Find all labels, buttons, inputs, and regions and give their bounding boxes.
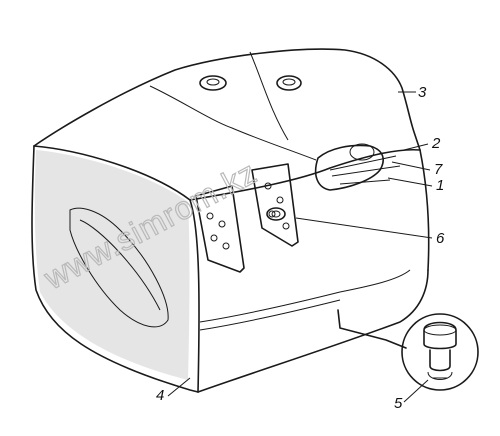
detail-circle: [401, 313, 479, 391]
mounting-brackets: [195, 163, 299, 273]
leader-lines: [167, 91, 433, 403]
filler-cap-left: [199, 75, 227, 91]
bracket-left: [195, 185, 245, 273]
callout-3: 3: [418, 84, 427, 101]
filler-cap-right: [276, 75, 302, 91]
tank-side-crease: [189, 148, 421, 201]
tank-bottom-edge: [197, 269, 429, 393]
tank-end-window: [69, 207, 169, 328]
callout-2: 2: [431, 135, 441, 152]
tank-end-shade: [34, 150, 190, 380]
tank-lower-band: [199, 269, 411, 323]
tank-top-seam: [149, 85, 317, 161]
tank-end-face: [31, 145, 199, 393]
bracket-right: [251, 163, 299, 247]
fuel-sender-assembly: [314, 143, 401, 191]
filler-cap-left-inner: [206, 78, 220, 86]
fuel-tank: [31, 48, 430, 393]
callout-7: 7: [434, 161, 443, 178]
filler-caps: [199, 75, 302, 91]
callout-5: 5: [394, 395, 403, 412]
filler-cap-right-inner: [282, 78, 296, 86]
callout-4: 4: [156, 387, 164, 404]
tank-top-surface: [33, 48, 421, 151]
tank-end-window-inner: [79, 219, 161, 311]
tank-top-seam-2: [249, 51, 289, 141]
tank-lower-band-2: [199, 299, 341, 331]
drain-plug: [266, 207, 286, 221]
breather-hose: [337, 309, 407, 349]
tank-rear-edge: [419, 149, 430, 271]
callout-6: 6: [436, 230, 445, 247]
callout-1: 1: [436, 177, 444, 194]
